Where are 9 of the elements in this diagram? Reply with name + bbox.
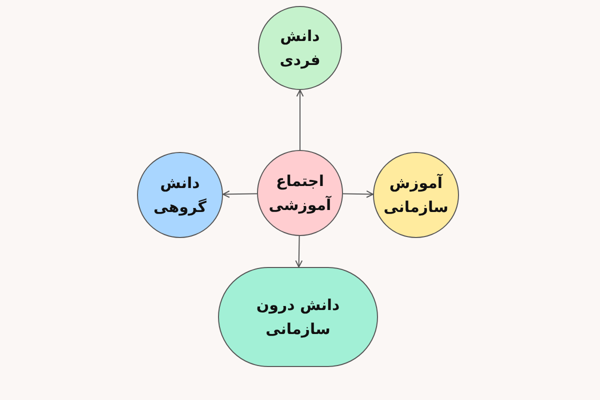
arrow <box>222 190 258 198</box>
node-label: اجتماع آموزشی <box>268 171 332 216</box>
node-label: دانش گروهی <box>152 173 208 218</box>
node-label: دانش فردی <box>278 26 322 71</box>
arrow <box>295 236 303 268</box>
node-label: آموزش سازمانی <box>382 172 450 218</box>
arrow <box>296 89 304 150</box>
node-label: دانش درون سازمانی <box>255 295 341 340</box>
arrow <box>342 190 374 198</box>
